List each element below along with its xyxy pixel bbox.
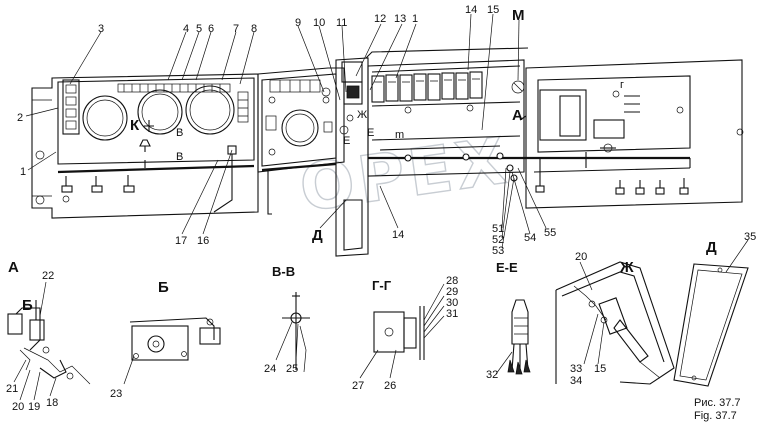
callout: 25 <box>286 363 298 375</box>
callout: 17 <box>175 235 187 247</box>
view-vv: В-В 24 25 <box>264 264 310 375</box>
callout: 20 <box>575 251 587 263</box>
mark-E: Е <box>367 127 374 139</box>
callout: 1 <box>20 166 26 178</box>
callout: 33 <box>570 363 582 375</box>
callout: 22 <box>42 270 54 282</box>
caption-en: Fig. 37.7 <box>694 410 737 422</box>
mark-G: г <box>620 79 624 91</box>
callouts-top: 3 4 5 6 7 8 2 1 9 10 11 12 13 1 14 15 17… <box>17 4 556 257</box>
callout: 31 <box>446 308 458 320</box>
callout: 55 <box>544 227 556 239</box>
view-title-a: А <box>8 259 19 276</box>
view-title-ee: Е-Е <box>496 260 518 275</box>
section-marks: М К В В Ж Е Е m г А Д <box>130 7 624 244</box>
view-title-d: Д <box>706 239 717 256</box>
callout: 32 <box>486 369 498 381</box>
callout: 27 <box>352 380 364 392</box>
callout: 23 <box>110 388 122 400</box>
mark-M: М <box>512 7 525 24</box>
callout: 18 <box>46 397 58 409</box>
mark-Zh: Ж <box>357 109 367 121</box>
callout: 53 <box>492 245 504 257</box>
callout: 15 <box>594 363 606 375</box>
callout: 9 <box>295 17 301 29</box>
mark-B: В <box>176 127 183 139</box>
relay-block <box>371 71 483 103</box>
callout: 5 <box>196 23 202 35</box>
view-title-vv: В-В <box>272 264 295 279</box>
callout: 8 <box>251 23 257 35</box>
view-a: А 22 Б 21 20 19 18 <box>6 259 91 413</box>
callout: 13 <box>394 13 406 25</box>
callout: 28 <box>446 275 458 287</box>
view-d: Д 35 <box>673 231 756 387</box>
callout: 30 <box>446 297 458 309</box>
callout: 29 <box>446 286 458 298</box>
callout: 2 <box>17 112 23 124</box>
callout: 4 <box>183 23 189 35</box>
view-zh: Ж 20 33 34 15 <box>555 251 675 387</box>
callout: 54 <box>524 232 536 244</box>
callout: 12 <box>374 13 386 25</box>
mark-A: А <box>512 107 523 124</box>
callout: 52 <box>492 234 504 246</box>
leader-lines <box>25 13 547 249</box>
callout: 7 <box>233 23 239 35</box>
figure-caption: Рис. 37.7 Fig. 37.7 <box>694 397 741 422</box>
callout: 10 <box>313 17 325 29</box>
callout: 21 <box>6 383 18 395</box>
callout: 14 <box>392 229 404 241</box>
dashboard-main <box>31 47 744 257</box>
caption-ru: Рис. 37.7 <box>694 397 741 409</box>
callout: 26 <box>384 380 396 392</box>
callout: 14 <box>465 4 477 16</box>
mark-m: m <box>395 129 404 141</box>
view-title-b: Б <box>158 279 169 296</box>
callout: 24 <box>264 363 276 375</box>
view-gg: Г-Г 28 29 30 31 27 26 <box>352 275 458 392</box>
view-ee: Е-Е 32 <box>486 260 531 381</box>
mark-E: Е <box>343 135 350 147</box>
callout: 3 <box>98 23 104 35</box>
callout: 15 <box>487 4 499 16</box>
callout: 35 <box>744 231 756 243</box>
callout: 16 <box>197 235 209 247</box>
mark-B: В <box>176 151 183 163</box>
callout: 1 <box>412 13 418 25</box>
callout: 34 <box>570 375 582 387</box>
callout: 11 <box>336 17 347 29</box>
callout: 19 <box>28 401 40 413</box>
callout: 51 <box>492 223 504 235</box>
callout: 20 <box>12 401 24 413</box>
mark-B: Б <box>22 297 33 314</box>
view-title-gg: Г-Г <box>372 278 392 293</box>
view-b: Б 23 <box>110 279 221 400</box>
mark-D: Д <box>312 227 323 244</box>
callout: 6 <box>208 23 214 35</box>
mark-K: К <box>130 117 140 134</box>
